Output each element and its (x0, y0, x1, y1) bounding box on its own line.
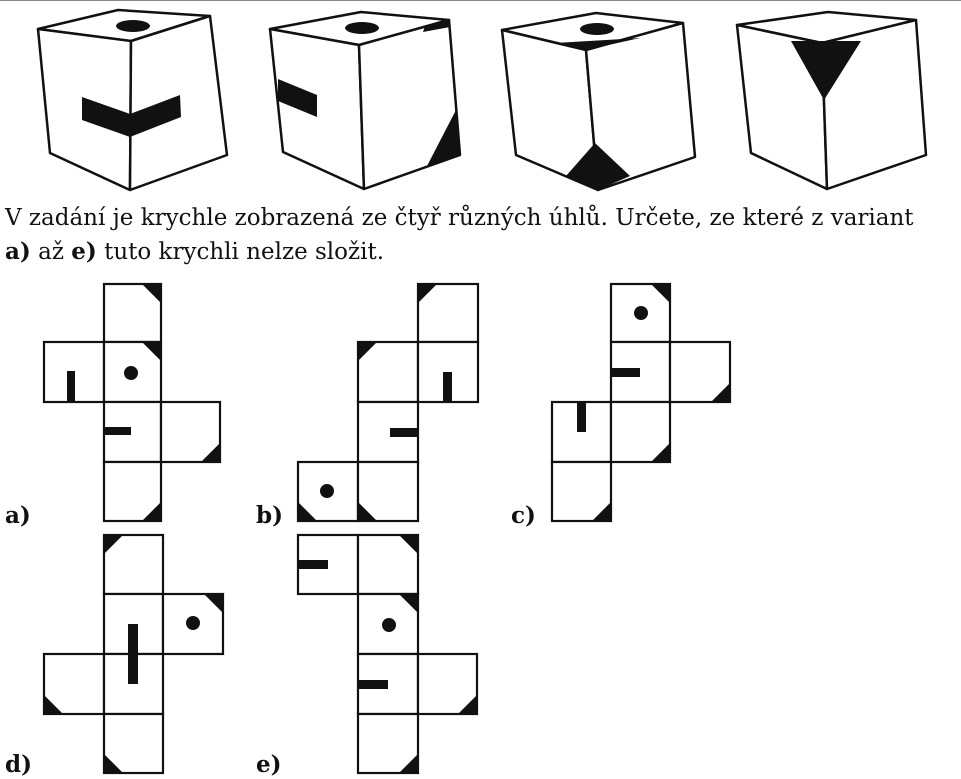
net-c-corner-3 (651, 443, 670, 462)
net-e-face-right (416, 652, 479, 716)
net-c-corner-1 (651, 284, 670, 303)
net-c-bar-vertical (577, 402, 586, 432)
net-d-corner-2 (204, 594, 223, 613)
cube-4-right-face (820, 18, 928, 191)
cube-3-bottom-diamond (566, 143, 630, 190)
net-a-bar-horizontal (104, 427, 131, 435)
cube-view-4 (735, 10, 928, 191)
net-c (550, 282, 732, 523)
net-b-face-left (356, 340, 420, 404)
task-text-mid: až (30, 239, 72, 265)
net-e-face-top (356, 533, 420, 596)
net-d (42, 533, 225, 775)
option-label-d: d) (5, 751, 32, 778)
net-b (296, 282, 480, 523)
net-e-face-bottom (356, 712, 420, 775)
cube-view-3 (500, 11, 697, 192)
net-e-corner-4 (399, 754, 418, 773)
net-a-corner-3 (201, 443, 220, 462)
net-b-face-bottom (356, 460, 420, 523)
net-a (42, 282, 222, 523)
net-a-corner-4 (142, 502, 161, 521)
net-c-face-middle (609, 400, 672, 464)
net-d-corner-1 (104, 535, 123, 554)
task-text-line-2: a) až e) tuto krychli nelze složit. (5, 237, 384, 267)
cube-4-triangle (791, 41, 861, 100)
top-rule (0, 0, 961, 1)
task-text-rest: tuto krychli nelze složit. (96, 239, 385, 265)
cube-view-1 (36, 8, 229, 192)
net-b-corner-1 (418, 284, 437, 303)
net-d-dot (186, 616, 200, 630)
net-e-bar-bottom (358, 680, 388, 689)
cube-3-right-face (584, 21, 697, 192)
net-a-corner-1 (142, 284, 161, 303)
net-d-corner-4 (104, 754, 123, 773)
net-b-corner-4 (358, 502, 377, 521)
net-e-corner-2 (399, 594, 418, 613)
cube-3-top-triangle (555, 38, 640, 50)
net-c-face-top (609, 282, 672, 344)
net-a-face-top (102, 282, 163, 344)
cube-2-bar (278, 79, 317, 117)
net-b-dot (320, 484, 334, 498)
net-b-bar-vertical (443, 372, 452, 402)
net-a-dot (124, 366, 138, 380)
net-c-bar-horizontal (611, 368, 640, 377)
cube-2-bottom-corner (427, 110, 460, 166)
net-e-bar-top (298, 560, 328, 569)
cube-2-top-corner (423, 20, 450, 32)
cube-1-bar-left (82, 97, 130, 137)
net-d-corner-3 (44, 695, 63, 714)
net-a-face-right (159, 400, 222, 464)
net-b-corner-3 (298, 502, 317, 521)
net-b-bar-horizontal (390, 428, 418, 437)
task-text-line-1: V zadání je krychle zobrazená ze čtyř rů… (5, 205, 914, 231)
net-c-face-bottom (550, 460, 613, 523)
net-d-face-right (161, 592, 225, 656)
net-a-corner-2 (142, 342, 161, 361)
net-c-corner-4 (592, 502, 611, 521)
cube-2-dot (345, 22, 379, 34)
net-b-corner-2 (358, 342, 377, 361)
cube-3-dot (580, 23, 614, 35)
task-option-a-ref: a) (5, 238, 31, 265)
cube-1-bar-right (130, 95, 181, 137)
option-label-b: b) (256, 502, 283, 529)
net-d-bar-vertical (128, 624, 138, 684)
net-c-corner-2 (711, 383, 730, 402)
net-e-corner-3 (458, 695, 477, 714)
net-c-dot (634, 306, 648, 320)
net-c-face-right (668, 340, 732, 404)
cube-view-2 (268, 10, 462, 191)
option-label-a: a) (5, 502, 31, 529)
net-a-bar-vertical (67, 371, 75, 402)
cube-1-dot (116, 20, 150, 32)
option-label-c: c) (511, 502, 536, 529)
cube-2-right-face (357, 18, 462, 191)
option-label-e: e) (256, 751, 282, 778)
net-e-dot (382, 618, 396, 632)
net-e (296, 533, 479, 775)
net-a-face-bottom (102, 460, 163, 523)
net-e-corner-1 (399, 535, 418, 554)
task-option-e-ref: e) (71, 238, 97, 265)
net-d-face-bottom (102, 712, 165, 775)
